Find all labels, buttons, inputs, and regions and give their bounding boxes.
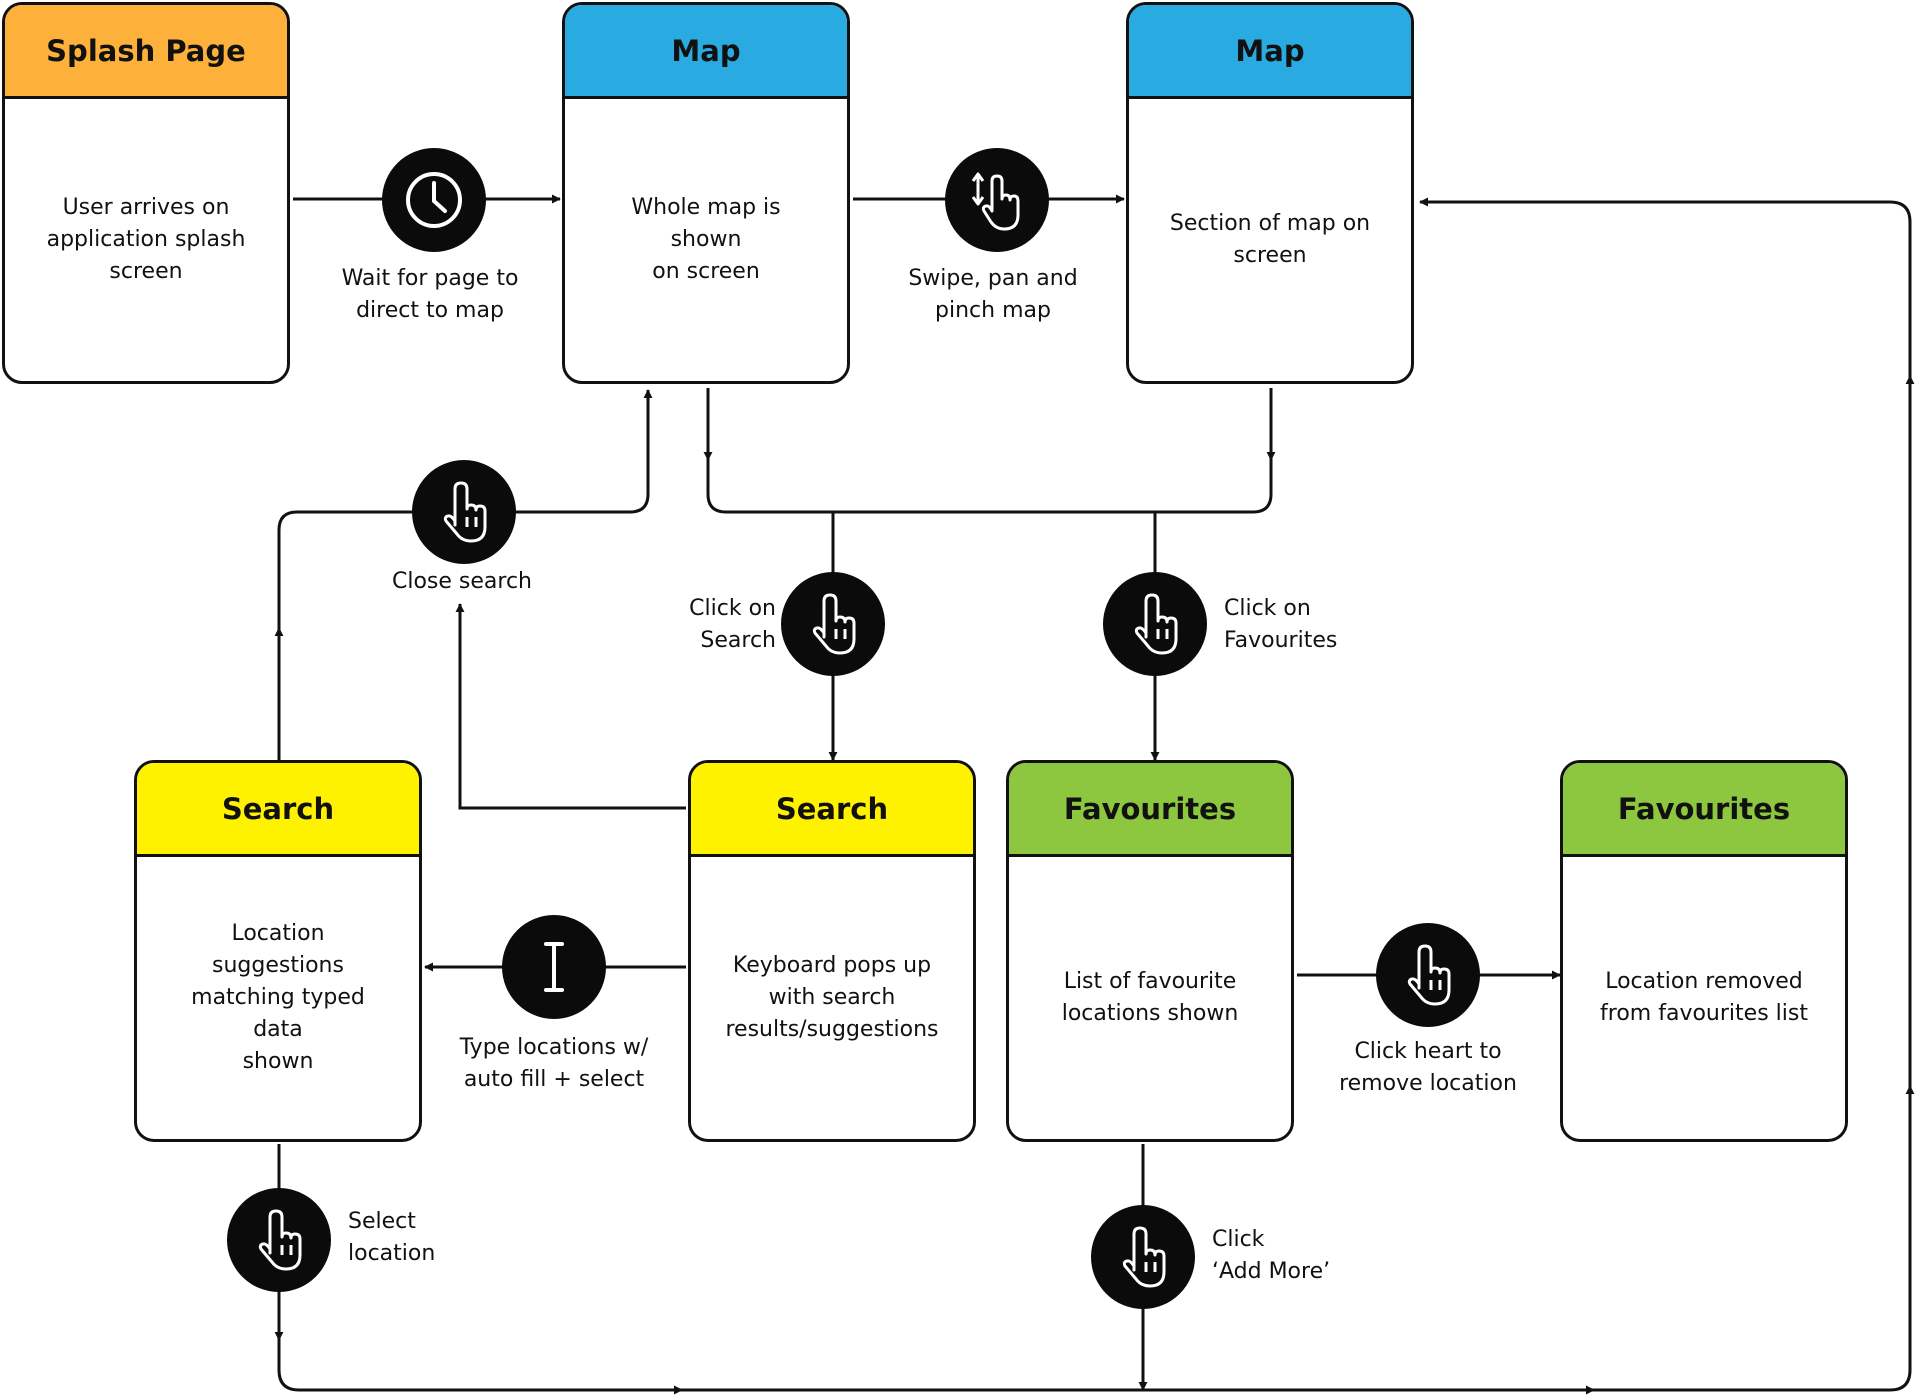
- click-search-label: Click on Search: [689, 596, 776, 653]
- search-results-text: Location suggestions matching typed data…: [191, 921, 365, 1074]
- close-search-label: Close search: [391, 569, 532, 594]
- map-whole-box: Map Whole map is shown on screen: [562, 2, 850, 384]
- favourites-list-title: Favourites: [1009, 763, 1291, 857]
- add-more-label: Click ‘Add More’: [1212, 1227, 1331, 1284]
- click-favourites-label: Click on Favourites: [1224, 596, 1338, 653]
- map-section-title: Map: [1129, 5, 1411, 99]
- favourites-removed-title: Favourites: [1563, 763, 1845, 857]
- swipe-label: Swipe, pan and pinch map: [908, 266, 1078, 323]
- map-whole-title: Map: [565, 5, 847, 99]
- favourites-list-box: Favourites List of favourite locations s…: [1006, 760, 1294, 1142]
- search-keyboard-title: Search: [691, 763, 973, 857]
- click-heart-label: Click heart to remove location: [1339, 1039, 1517, 1096]
- map-whole-text: Whole map is shown on screen: [631, 195, 781, 284]
- favourites-list-text: List of favourite locations shown: [1061, 969, 1239, 1026]
- click-heart-pointer-hand-icon: [1376, 923, 1480, 1027]
- swipe-gesture-icon: [945, 148, 1049, 252]
- clock-icon: [382, 148, 486, 252]
- search-keyboard-text: Keyboard pops up with search results/sug…: [725, 953, 939, 1042]
- splash-page-box: Splash Page User arrives on application …: [2, 2, 290, 384]
- map-section-box: Map Section of map on screen: [1126, 2, 1414, 384]
- splash-page-text: User arrives on application splash scree…: [46, 195, 246, 284]
- connector-keyboard-close: [455, 603, 686, 810]
- splash-page-title: Splash Page: [5, 5, 287, 99]
- click-favourites-pointer-hand-icon: [1103, 572, 1207, 676]
- close-search-pointer-hand-icon: [412, 460, 516, 564]
- select-location-label: Select location: [348, 1209, 436, 1266]
- map-section-text: Section of map on screen: [1169, 211, 1371, 268]
- search-results-title: Search: [137, 763, 419, 857]
- add-more-pointer-hand-icon: [1091, 1205, 1195, 1309]
- text-cursor-icon: [502, 915, 606, 1019]
- search-results-box: Search Location suggestions matching typ…: [134, 760, 422, 1142]
- connector-map-bus: [706, 493, 1273, 514]
- type-locations-label: Type locations w/ auto fill + select: [459, 1035, 649, 1092]
- wait-label: Wait for page to direct to map: [341, 266, 519, 323]
- favourites-removed-text: Location removed from favourites list: [1600, 969, 1808, 1026]
- favourites-removed-box: Favourites Location removed from favouri…: [1560, 760, 1848, 1142]
- search-keyboard-box: Search Keyboard pops up with search resu…: [688, 760, 976, 1142]
- select-location-pointer-hand-icon: [227, 1188, 331, 1292]
- connector-bottom-loop: [277, 197, 1912, 1392]
- click-search-pointer-hand-icon: [781, 572, 885, 676]
